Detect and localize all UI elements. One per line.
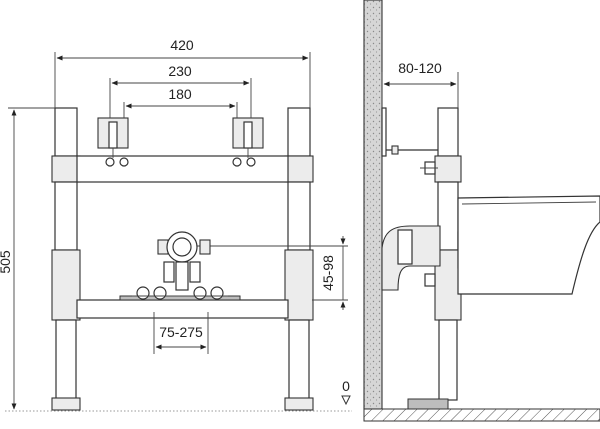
toilet-rim bbox=[461, 201, 597, 205]
side-view: 80-120 0 bbox=[341, 0, 600, 422]
zero-level-triangle bbox=[341, 395, 351, 406]
dim-height-label: 505 bbox=[0, 250, 13, 274]
toilet-bowl bbox=[457, 195, 600, 295]
dim-inner-spacing-label: 180 bbox=[168, 86, 192, 102]
right-bracket bbox=[232, 117, 264, 167]
dim-frame-width: 420 bbox=[54, 37, 311, 108]
dim-frame-width-label: 420 bbox=[170, 37, 194, 53]
zero-level-label: 0 bbox=[342, 378, 350, 394]
dim-inner-spacing: 180 bbox=[123, 86, 238, 118]
dim-outer-spacing-label: 230 bbox=[168, 63, 192, 79]
bottom-crossbar bbox=[76, 299, 289, 319]
front-view: 420 230 180 505 45-98 bbox=[0, 37, 352, 412]
frame-post bbox=[407, 107, 462, 410]
left-leg bbox=[51, 107, 81, 411]
right-leg bbox=[284, 107, 314, 411]
left-bracket bbox=[97, 117, 129, 167]
dim-height: 505 bbox=[0, 107, 55, 410]
drain-fitting bbox=[157, 231, 348, 291]
dim-wall-distance-label: 80-120 bbox=[398, 60, 442, 76]
wall bbox=[363, 0, 383, 410]
zero-level-marker: 0 bbox=[341, 378, 351, 406]
dim-drain-spacing: 75-275 bbox=[153, 312, 209, 354]
dim-drain-spacing-label: 75-275 bbox=[159, 324, 203, 340]
dim-drain-height-label: 45-98 bbox=[320, 255, 336, 291]
floor bbox=[363, 408, 600, 422]
wall-bracket bbox=[381, 107, 438, 175]
dim-outer-spacing: 230 bbox=[109, 63, 252, 118]
pipe-clamps bbox=[119, 286, 241, 301]
dim-wall-distance: 80-120 bbox=[381, 60, 459, 108]
dim-drain-height: 45-98 bbox=[312, 236, 348, 310]
